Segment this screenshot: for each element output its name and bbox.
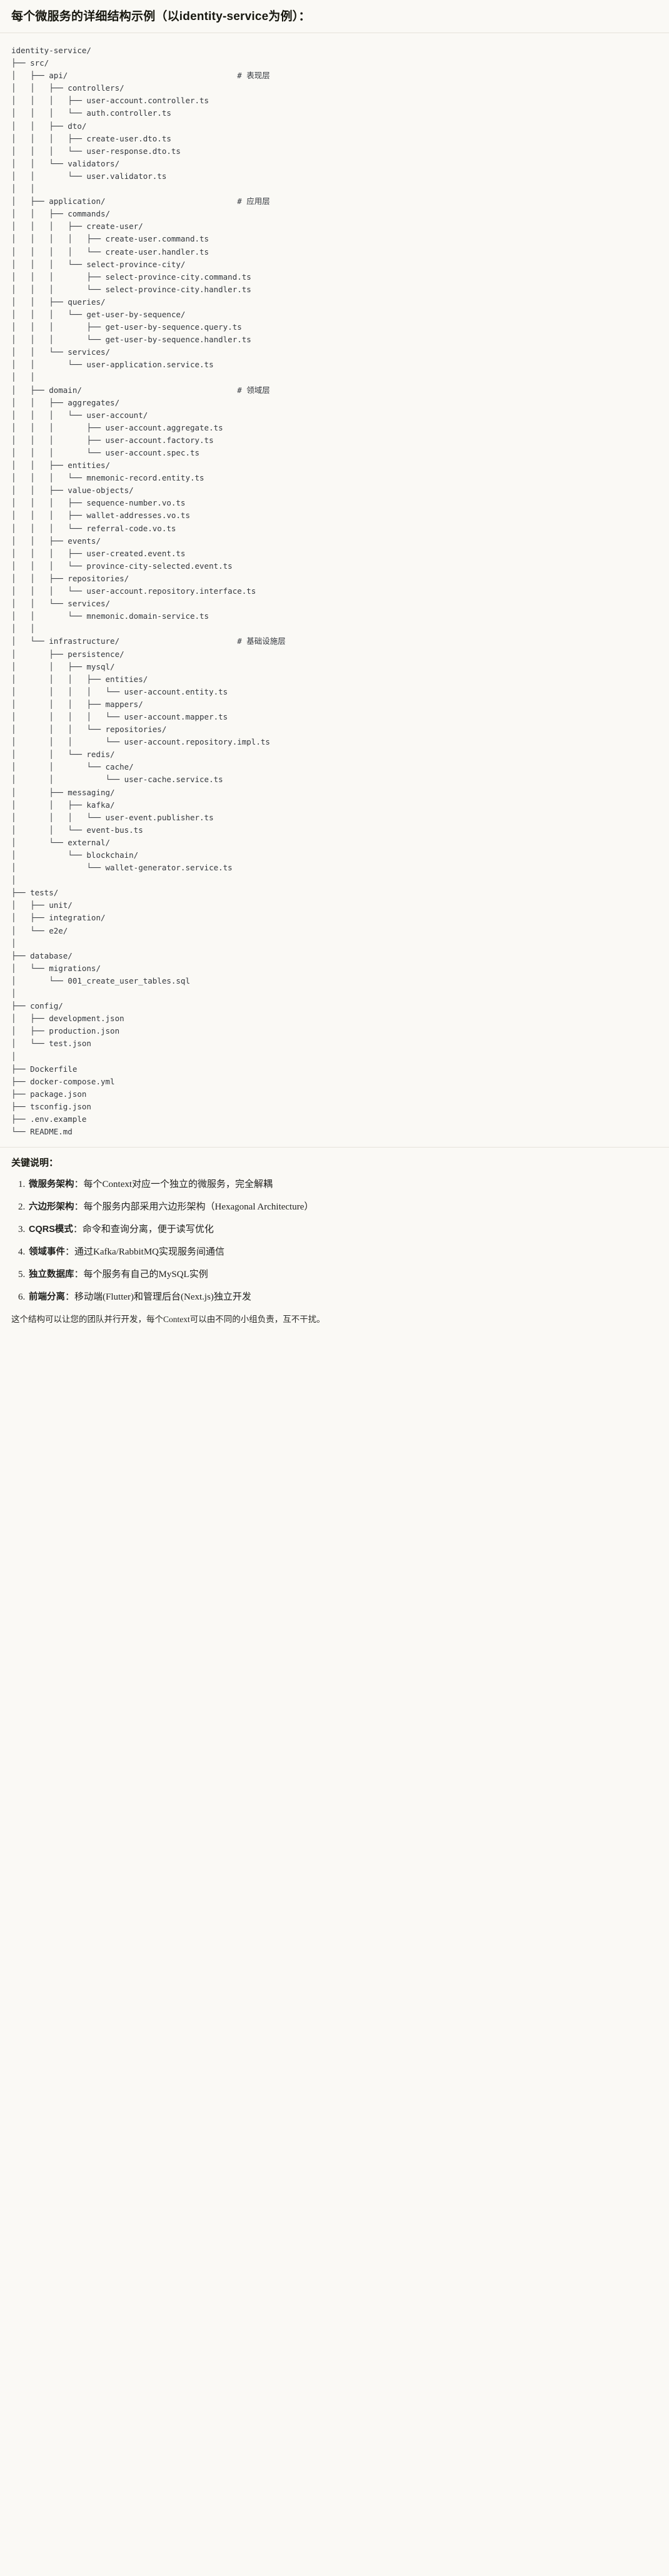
key-point-desc: 每个Context对应一个独立的微服务，完全解耦 <box>83 1179 273 1190</box>
page-title: 每个微服务的详细结构示例（以identity-service为例）： <box>11 10 311 23</box>
key-point-term: 领域事件 <box>29 1247 65 1258</box>
key-point-sep: ： <box>65 1292 75 1303</box>
key-points-title: 关键说明： <box>11 1158 59 1169</box>
key-point-term: 六边形架构 <box>29 1202 74 1213</box>
key-points-block: 关键说明： 微服务架构：每个Context对应一个独立的微服务，完全解耦 六边形… <box>0 1148 669 1340</box>
key-point-desc: 移动端(Flutter)和管理后台(Next.js)独立开发 <box>74 1292 251 1303</box>
list-item: 领域事件：通过Kafka/RabbitMQ实现服务间通信 <box>28 1245 658 1260</box>
list-item: CQRS模式：命令和查询分离，便于读写优化 <box>28 1223 658 1237</box>
key-point-sep: ： <box>74 1270 84 1280</box>
key-point-desc: 命令和查询分离，便于读写优化 <box>82 1224 214 1235</box>
list-item: 六边形架构：每个服务内部采用六边形架构（Hexagonal Architectu… <box>28 1200 658 1214</box>
key-point-term: 前端分离 <box>29 1292 65 1303</box>
key-point-term: 独立数据库 <box>29 1270 74 1280</box>
key-point-term: 微服务架构 <box>29 1179 74 1190</box>
closing-paragraph: 这个结构可以让您的团队并行开发，每个Context可以由不同的小组负责，互不干扰… <box>11 1315 325 1325</box>
key-point-sep: ： <box>73 1224 83 1235</box>
key-point-desc: 每个服务内部采用六边形架构（Hexagonal Architecture） <box>83 1202 314 1213</box>
key-point-sep: ： <box>74 1179 84 1190</box>
key-point-desc: 通过Kafka/RabbitMQ实现服务间通信 <box>74 1247 224 1258</box>
directory-tree-block: identity-service/ ├── src/ │ ├── api/ # … <box>0 33 669 1148</box>
key-point-desc: 每个服务有自己的MySQL实例 <box>83 1270 208 1280</box>
key-point-term: CQRS模式 <box>29 1224 73 1235</box>
key-point-sep: ： <box>74 1202 84 1213</box>
list-item: 微服务架构：每个Context对应一个独立的微服务，完全解耦 <box>28 1178 658 1192</box>
key-points-list: 微服务架构：每个Context对应一个独立的微服务，完全解耦 六边形架构：每个服… <box>11 1178 658 1305</box>
directory-tree: identity-service/ ├── src/ │ ├── api/ # … <box>11 46 286 1137</box>
tree-divider <box>0 1147 669 1148</box>
list-item: 前端分离：移动端(Flutter)和管理后台(Next.js)独立开发 <box>28 1290 658 1305</box>
list-item: 独立数据库：每个服务有自己的MySQL实例 <box>28 1268 658 1282</box>
page-root: 每个微服务的详细结构示例（以identity-service为例）： ident… <box>0 0 669 1340</box>
key-point-sep: ： <box>65 1247 75 1258</box>
